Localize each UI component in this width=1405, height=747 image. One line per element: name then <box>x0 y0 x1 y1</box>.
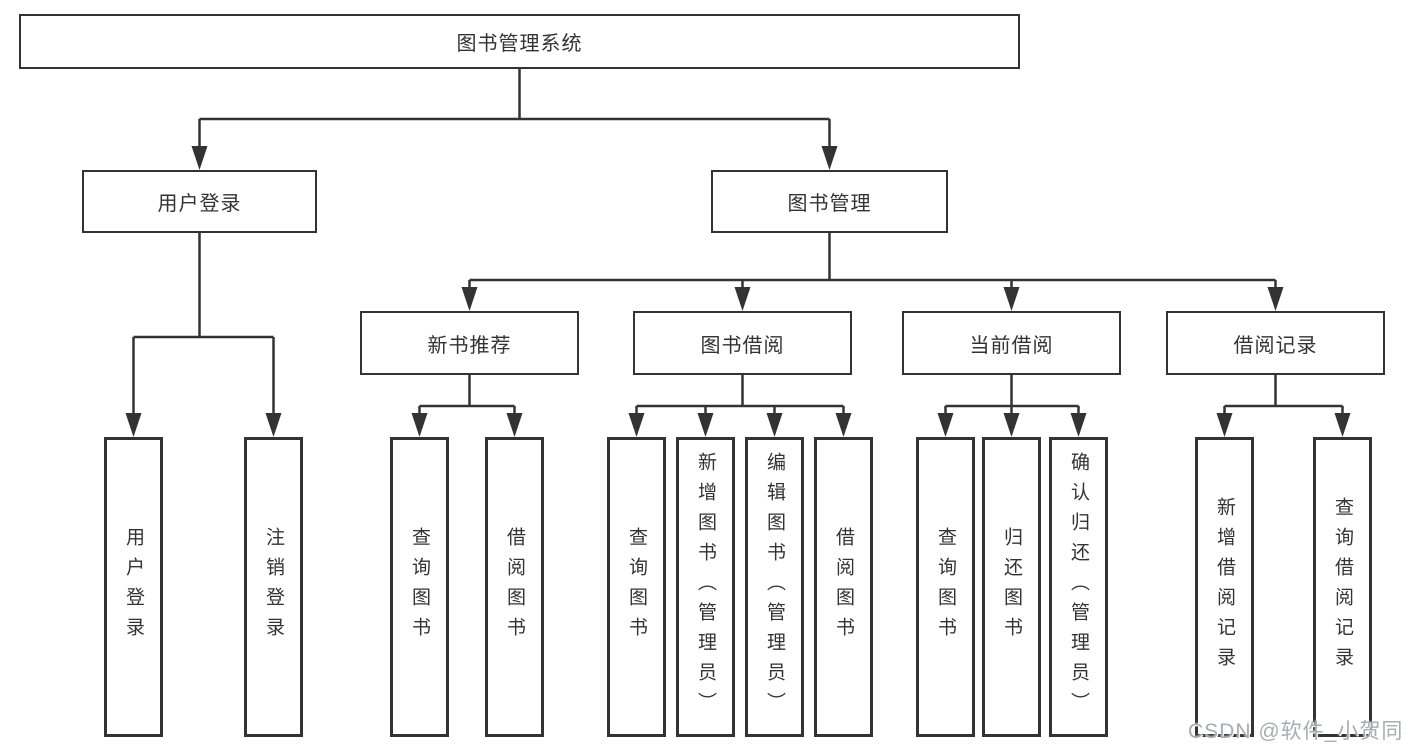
leaf-user-login: 用户登录 <box>104 437 163 737</box>
node-library-management-system: 图书管理系统 <box>19 14 1020 69</box>
node-label: 图书借阅 <box>700 334 785 357</box>
leaf-label: 新增借阅记录 <box>1214 497 1235 677</box>
node-label: 图书管理 <box>787 193 872 215</box>
leaf-label: 查询图书 <box>935 527 956 647</box>
leaf-label: 查询图书 <box>626 527 647 647</box>
node-book-management-branch: 图书管理 <box>711 170 948 233</box>
node-label: 用户登录 <box>157 193 242 215</box>
leaf-logout: 注销登录 <box>244 437 303 737</box>
leaf-label: 查询借阅记录 <box>1332 497 1353 677</box>
leaf-label: 编辑图书（管理员） <box>764 452 785 722</box>
leaf-add-borrow-record: 新增借阅记录 <box>1195 437 1254 737</box>
node-label: 图书管理系统 <box>456 33 583 55</box>
leaf-query-borrow-record: 查询借阅记录 <box>1313 437 1372 737</box>
leaf-query-books-borrow: 查询图书 <box>607 437 666 737</box>
leaf-label: 查询图书 <box>409 527 430 647</box>
node-label: 新书推荐 <box>427 334 512 357</box>
leaf-label: 用户登录 <box>123 527 144 647</box>
node-current-borrowing: 当前借阅 <box>902 311 1121 375</box>
leaf-label: 借阅图书 <box>504 527 525 647</box>
leaf-label: 确认归还（管理员） <box>1068 452 1089 722</box>
leaf-query-books-recommend: 查询图书 <box>390 437 449 737</box>
node-label: 当前借阅 <box>969 334 1054 357</box>
leaf-label: 注销登录 <box>263 527 284 647</box>
node-borrowing-records: 借阅记录 <box>1166 311 1385 375</box>
csdn-watermark: CSDN @软件_小贺同学 <box>1188 720 1405 743</box>
leaf-label: 归还图书 <box>1001 527 1022 647</box>
leaf-edit-books-admin: 编辑图书（管理员） <box>745 437 804 737</box>
node-book-borrowing: 图书借阅 <box>633 311 852 375</box>
node-new-book-recommendation: 新书推荐 <box>360 311 579 375</box>
leaf-label: 借阅图书 <box>833 527 854 647</box>
leaf-confirm-return-admin: 确认归还（管理员） <box>1049 437 1108 737</box>
leaf-add-books-admin: 新增图书（管理员） <box>676 437 735 737</box>
node-user-login-branch: 用户登录 <box>82 170 317 233</box>
node-label: 借阅记录 <box>1233 334 1318 357</box>
leaf-return-books: 归还图书 <box>982 437 1041 737</box>
leaf-label: 新增图书（管理员） <box>695 452 716 722</box>
leaf-borrow-books: 借阅图书 <box>814 437 873 737</box>
leaf-query-books-current: 查询图书 <box>916 437 975 737</box>
leaf-borrow-books-recommend: 借阅图书 <box>485 437 544 737</box>
